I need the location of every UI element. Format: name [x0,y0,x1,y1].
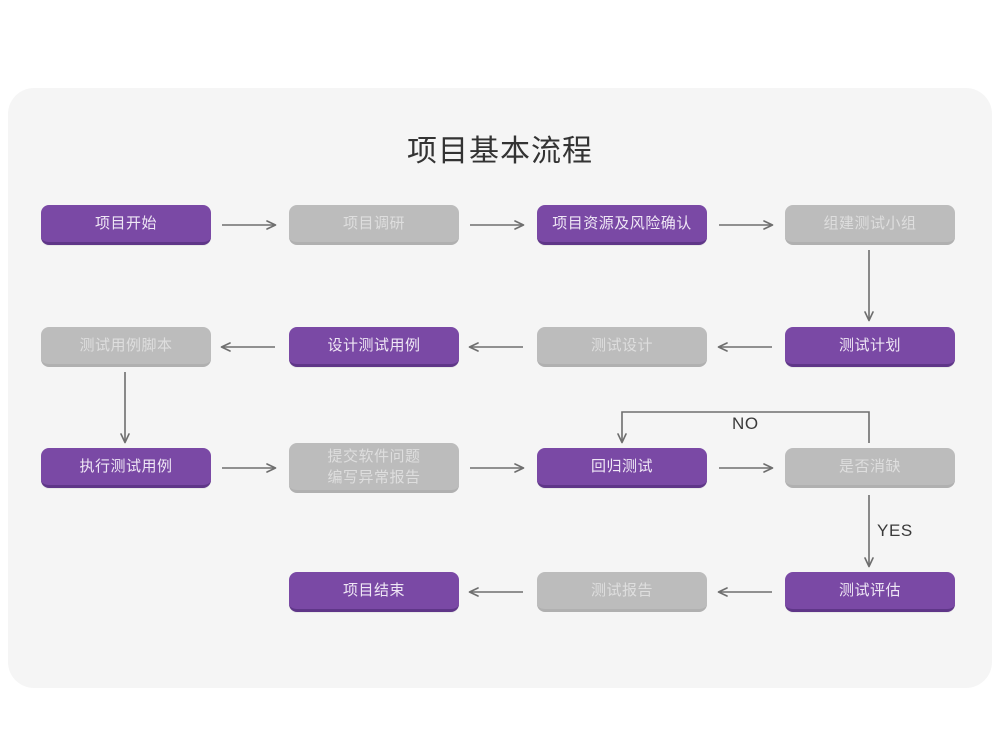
node-defects-cleared[interactable]: 是否消缺 [785,448,955,488]
node-project-end[interactable]: 项目结束 [289,572,459,612]
node-project-research[interactable]: 项目调研 [289,205,459,245]
node-test-plan[interactable]: 测试计划 [785,327,955,367]
edge-label-no: NO [732,414,759,433]
node-design-test-cases[interactable]: 设计测试用例 [289,327,459,367]
node-execute-test-cases[interactable]: 执行测试用例 [41,448,211,488]
node-form-test-team[interactable]: 组建测试小组 [785,205,955,245]
node-resource-risk-confirm[interactable]: 项目资源及风险确认 [537,205,707,245]
node-project-start[interactable]: 项目开始 [41,205,211,245]
page-title: 项目基本流程 [407,135,593,168]
node-test-design[interactable]: 测试设计 [537,327,707,367]
node-regression-test[interactable]: 回归测试 [537,448,707,488]
node-submit-issues-write-report[interactable]: 提交软件问题 编写异常报告 [289,443,459,493]
node-test-case-script[interactable]: 测试用例脚本 [41,327,211,367]
node-test-report[interactable]: 测试报告 [537,572,707,612]
edge-label-yes: YES [877,521,913,540]
node-test-evaluation[interactable]: 测试评估 [785,572,955,612]
